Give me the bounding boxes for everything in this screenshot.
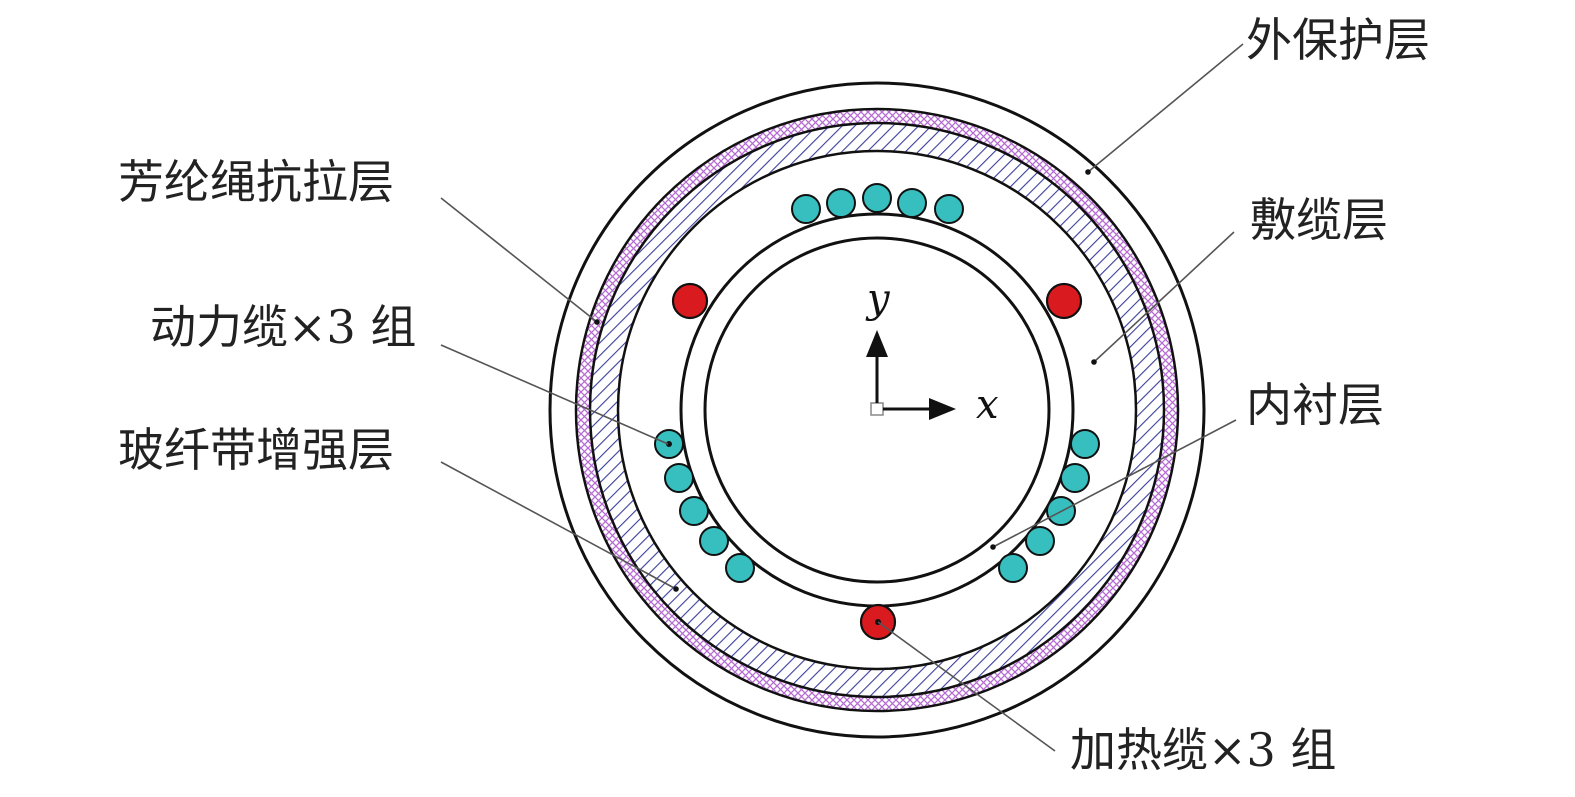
origin-marker (870, 402, 884, 416)
leader-dot-aramid-rope (594, 319, 600, 325)
power-cable-8 (679, 496, 709, 526)
leader-dot-cable-laying (1091, 359, 1097, 365)
label-power-cable-group: 动力缆×3 组 (150, 300, 416, 354)
leader-aramid-rope (440, 197, 598, 323)
heating-cable-1 (671, 282, 709, 320)
label-inner-lining-layer: 内衬层 (1246, 378, 1384, 432)
y-axis-label: y (865, 276, 891, 322)
label-heating-cable-group: 加热缆×3 组 (1070, 723, 1336, 777)
power-cable-group (654, 183, 1100, 583)
leader-outer-protective (1087, 43, 1244, 173)
power-cable-7 (664, 463, 694, 493)
leader-fiberglass-tape (440, 461, 677, 590)
leader-inner-lining (992, 419, 1237, 548)
power-cable-9 (699, 526, 729, 556)
power-cable-11 (1070, 429, 1100, 459)
leader-dot-fiberglass-tape (673, 586, 679, 592)
coordinate-axes: y x (865, 276, 999, 428)
power-cable-15 (998, 553, 1028, 583)
leader-lines (440, 43, 1244, 752)
leader-power-cable (440, 344, 669, 445)
x-axis-arrowhead (929, 398, 956, 420)
label-fiberglass-tape-reinforcement-layer: 玻纤带增强层 (118, 423, 394, 477)
leader-dot-outer-protective (1085, 169, 1091, 175)
y-axis-arrowhead (866, 330, 888, 357)
leader-dot-power-cable (666, 441, 672, 447)
leader-heating-cable (877, 621, 1056, 752)
heating-cable-group (671, 282, 1083, 641)
heating-cable-2 (1045, 282, 1083, 320)
x-axis-label: x (976, 382, 999, 428)
leader-dot-inner-lining (990, 544, 996, 550)
label-outer-protective-layer: 外保护层 (1246, 13, 1430, 67)
power-cable-1 (791, 194, 821, 224)
power-cable-14 (1025, 526, 1055, 556)
leader-cable-laying (1093, 231, 1235, 363)
label-cable-laying-layer: 敷缆层 (1250, 193, 1388, 247)
label-aramid-rope-tensile-layer: 芳纶绳抗拉层 (118, 155, 394, 209)
power-cable-12 (1060, 463, 1090, 493)
power-cable-2 (826, 188, 856, 218)
power-cable-5 (934, 194, 964, 224)
power-cable-10 (725, 553, 755, 583)
power-cable-3 (862, 183, 892, 213)
layer-labels: 外保护层 芳纶绳抗拉层 敷缆层 动力缆×3 组 内衬层 玻纤带增强层 加热缆×3… (118, 13, 1430, 777)
power-cable-4 (897, 188, 927, 218)
